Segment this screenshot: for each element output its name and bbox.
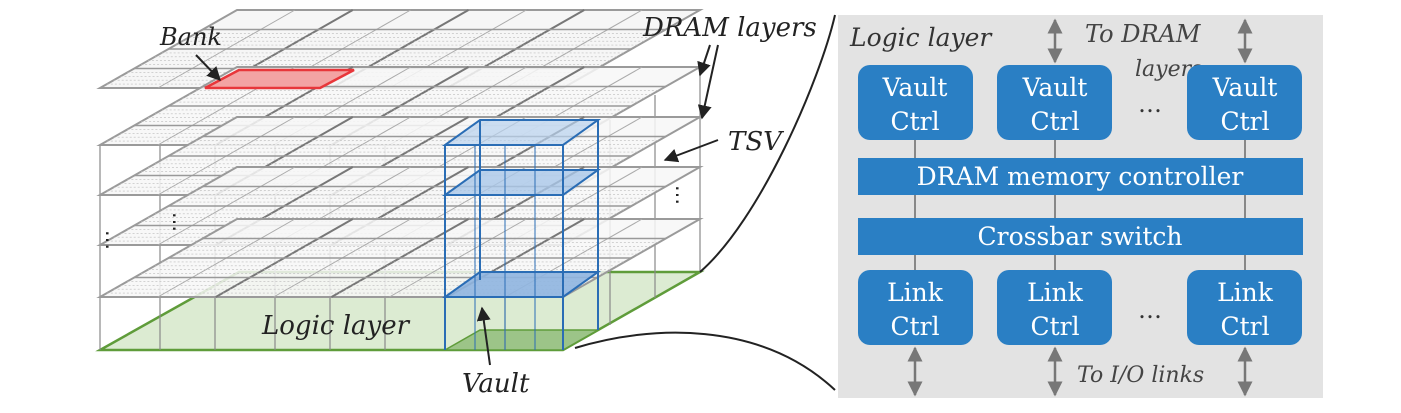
- memory-stack: … … … Bank DRAM layers TSV Logic layer V…: [95, 9, 817, 399]
- logic-layer-label: Logic layer: [261, 311, 411, 341]
- crossbar-switch: Crossbar switch: [858, 218, 1303, 255]
- dram-memory-controller: DRAM memory controller: [858, 158, 1303, 195]
- svg-text:Link: Link: [1217, 278, 1274, 307]
- stack-ellipsis-right: …: [671, 185, 695, 205]
- vault-ctrl-3: Vault Ctrl: [1187, 65, 1302, 140]
- svg-text:DRAM memory controller: DRAM memory controller: [917, 162, 1244, 191]
- svg-text:Ctrl: Ctrl: [890, 107, 939, 136]
- svg-text:Ctrl: Ctrl: [1030, 107, 1079, 136]
- vault-ctrl-ellipsis: …: [1138, 90, 1162, 118]
- svg-text:Crossbar switch: Crossbar switch: [978, 222, 1183, 251]
- svg-text:Ctrl: Ctrl: [890, 312, 939, 341]
- link-ctrl-3: Link Ctrl: [1187, 270, 1302, 345]
- dram-layer-planes: [96, 9, 704, 298]
- svg-text:Vault: Vault: [1212, 73, 1278, 102]
- stack-ellipsis-mid: …: [168, 212, 192, 232]
- svg-text:Link: Link: [887, 278, 944, 307]
- svg-text:Ctrl: Ctrl: [1220, 107, 1269, 136]
- stack-ellipsis-left: …: [101, 230, 125, 250]
- link-ctrl-ellipsis: …: [1138, 296, 1162, 324]
- vault-label: Vault: [462, 369, 530, 399]
- zoom-curve-bottom: [574, 331, 836, 391]
- bank-highlight: [204, 68, 355, 90]
- svg-text:Vault: Vault: [1022, 73, 1088, 102]
- svg-text:Vault: Vault: [882, 73, 948, 102]
- dram-layers-label: DRAM layers: [642, 13, 817, 43]
- vault-column: [441, 119, 602, 350]
- to-dram-label: To DRAM: [1085, 20, 1202, 48]
- bank-label: Bank: [159, 23, 222, 51]
- link-ctrl-1: Link Ctrl: [858, 270, 973, 345]
- zoom-curve-top: [699, 14, 836, 273]
- svg-text:Link: Link: [1027, 278, 1084, 307]
- logic-layer-panel: Logic layer To DRAM layers To I/O links …: [838, 15, 1323, 398]
- svg-text:Ctrl: Ctrl: [1030, 312, 1079, 341]
- link-ctrl-2: Link Ctrl: [997, 270, 1112, 345]
- tsv-label: TSV: [728, 127, 784, 157]
- vault-ctrl-2: Vault Ctrl: [997, 65, 1112, 140]
- panel-title: Logic layer: [849, 23, 993, 52]
- to-io-label: To I/O links: [1077, 363, 1204, 388]
- svg-text:Ctrl: Ctrl: [1220, 312, 1269, 341]
- vault-ctrl-1: Vault Ctrl: [858, 65, 973, 140]
